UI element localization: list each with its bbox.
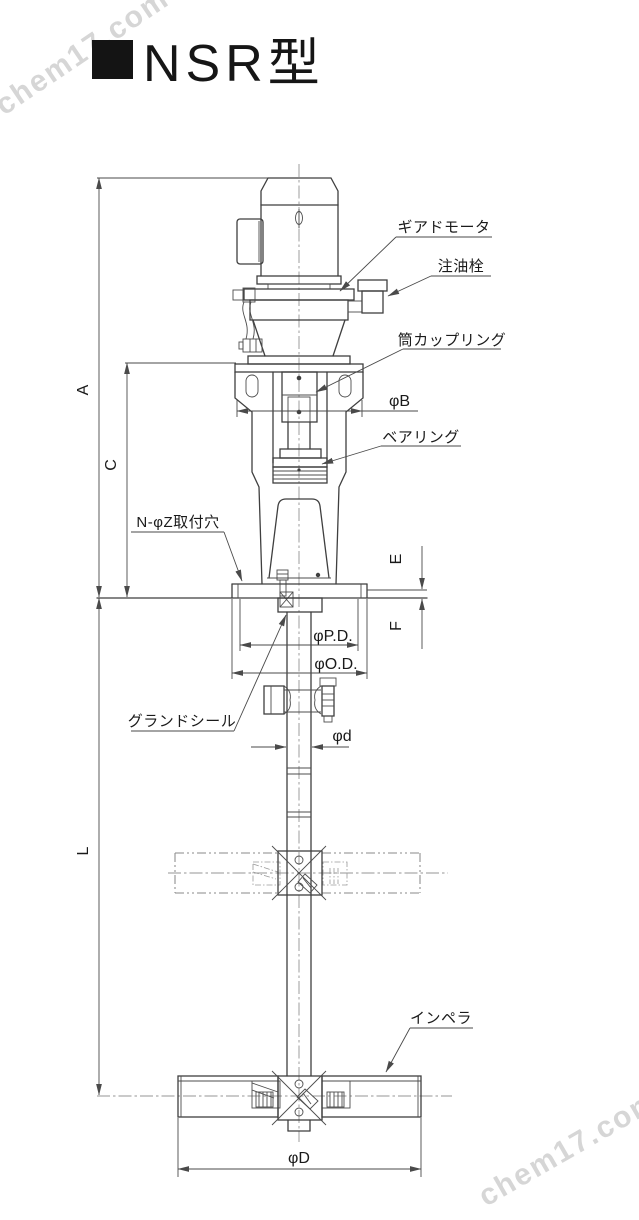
impeller-blade-right	[321, 1075, 422, 1118]
agitator-shaft	[286, 611, 312, 1077]
label-dim-e: E	[388, 554, 405, 565]
oil-plug-fitting	[347, 279, 388, 314]
label-dim-c: C	[103, 459, 120, 471]
leader-bearing	[321, 445, 382, 465]
leader-gland-seal	[233, 614, 287, 732]
bearing-part	[272, 421, 328, 484]
leader-cylinder-coupling	[315, 348, 404, 393]
shaft-end-cap	[287, 1119, 311, 1132]
cylinder-coupling-part	[281, 371, 318, 423]
label-cylinder-coupling: 筒カップリング	[398, 332, 507, 349]
leader-geared-motor	[339, 236, 397, 292]
label-phi-d-shaft: φd	[332, 728, 351, 745]
gland-bolt-head	[319, 677, 337, 687]
label-phi-b: φB	[389, 393, 410, 410]
label-gland-seal: グランドシール	[128, 713, 237, 730]
leader-lines	[131, 236, 501, 1073]
motor-terminal-box	[236, 218, 264, 265]
page-title: NSR型	[143, 35, 325, 93]
packing-box	[279, 591, 294, 608]
bracket-slot-right	[338, 374, 352, 398]
bottom-impeller-hub	[271, 1070, 327, 1126]
label-dim-l: L	[75, 846, 92, 855]
label-oil-plug: 注油栓	[438, 258, 485, 275]
gear-housing	[232, 279, 388, 365]
annotation-labels: ギアドモータ 注油栓 筒カップリング φB ベアリング N-φZ取付穴 E F …	[75, 219, 506, 1167]
mid-impeller-phantom	[174, 845, 421, 901]
label-dim-f: F	[388, 621, 405, 631]
leader-oil-plug	[387, 275, 432, 297]
oil-plug-cap	[357, 279, 388, 292]
bracket-right-outline	[335, 371, 364, 585]
label-phi-d-impeller: φD	[288, 1150, 310, 1167]
mounting-flange	[96, 583, 428, 613]
gland-seal-assembly	[263, 677, 337, 723]
label-dim-a: A	[75, 384, 92, 395]
label-phi-pd: φP.D.	[313, 628, 352, 645]
label-phi-od: φO.D.	[314, 656, 357, 673]
bracket-slot-left	[245, 374, 259, 398]
geared-motor-body	[236, 177, 342, 290]
leader-impeller	[385, 1027, 411, 1073]
centerlines	[97, 164, 452, 1142]
bottom-impeller	[177, 1070, 422, 1132]
label-mounting-holes: N-φZ取付穴	[136, 514, 219, 531]
label-bearing: ベアリング	[382, 429, 460, 446]
dimension-lines	[96, 177, 425, 1177]
watermark-bottom-right: chem17.com	[473, 1084, 639, 1213]
label-impeller: インペラ	[410, 1010, 472, 1027]
mounting-bracket	[234, 363, 364, 608]
left-lever	[232, 287, 263, 353]
bracket-left-outline	[234, 371, 263, 585]
flange-boss	[277, 597, 323, 613]
label-geared-motor: ギアドモータ	[397, 219, 490, 236]
title-square-bullet	[92, 40, 133, 79]
motor-cap	[260, 177, 339, 206]
title-block: NSR型	[92, 35, 325, 93]
leader-mounting-holes	[223, 531, 243, 582]
mid-impeller-hub	[271, 845, 327, 901]
lower-bell-housing	[267, 498, 331, 608]
gland-left-lug	[263, 685, 285, 715]
gland-stud-nut	[276, 569, 289, 581]
gland-bolt	[321, 685, 335, 717]
